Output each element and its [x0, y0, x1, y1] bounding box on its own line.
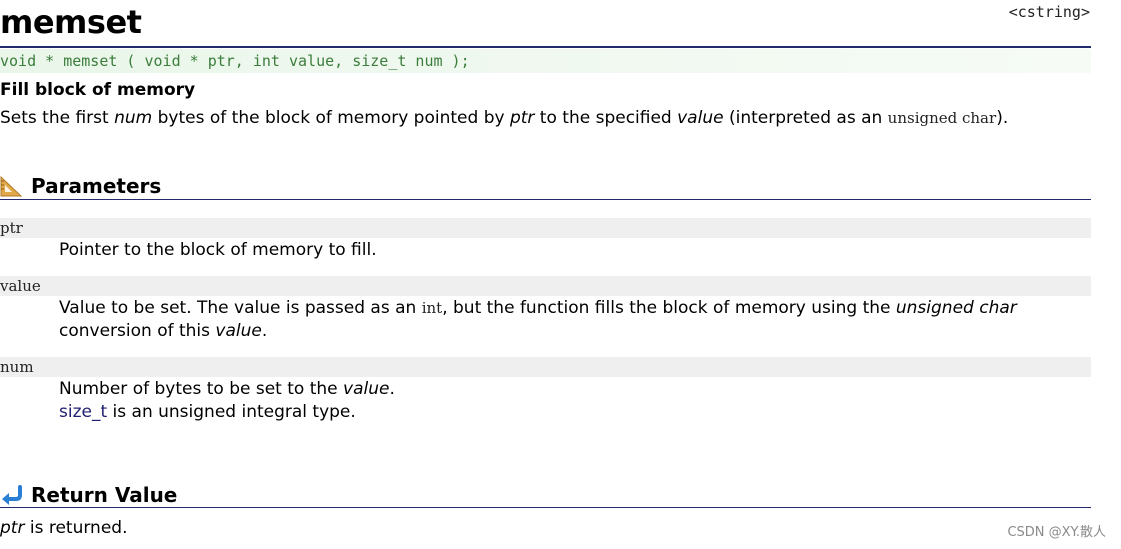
header-link-cstring[interactable]: <cstring>	[1008, 3, 1090, 21]
desc-text: , but the function fills the block of me…	[442, 298, 896, 318]
desc-text: .	[261, 321, 268, 341]
desc-em-num: num	[114, 108, 153, 128]
return-value-divider	[0, 507, 1091, 508]
param-desc-ptr: Pointer to the block of memory to fill.	[59, 240, 377, 260]
param-desc-num: Number of bytes to be set to the value. s…	[59, 378, 395, 424]
desc-text: conversion of this	[59, 321, 216, 341]
desc-text: .	[389, 379, 395, 399]
parameters-heading-label: Parameters	[31, 174, 162, 198]
param-desc-value: Value to be set. The value is passed as …	[59, 297, 1017, 343]
desc-em-ptr: ptr	[509, 108, 535, 128]
param-name-value: value	[0, 276, 1091, 296]
return-value-heading-label: Return Value	[31, 483, 178, 507]
desc-text: bytes of the block of memory pointed by	[152, 108, 510, 128]
desc-text: Sets the first	[0, 108, 115, 128]
desc-text: is returned.	[24, 518, 128, 538]
em-value: value	[215, 321, 262, 341]
function-prototype: void * memset ( void * ptr, int value, s…	[0, 49, 1091, 73]
em-value: value	[343, 379, 390, 399]
parameters-divider	[0, 199, 1091, 200]
size-t-link[interactable]: size_t	[59, 402, 108, 422]
desc-text: to the specified	[534, 108, 678, 128]
code-int: int	[421, 299, 443, 317]
description: Sets the first num bytes of the block of…	[0, 108, 1008, 128]
em-ptr: ptr	[0, 518, 25, 538]
title-divider	[0, 46, 1091, 48]
desc-text: (interpreted as an	[723, 108, 888, 128]
parameters-heading: Parameters	[0, 174, 161, 198]
desc-text: ).	[996, 108, 1009, 128]
desc-text: Number of bytes to be set to the	[59, 379, 344, 399]
desc-em-value: value	[677, 108, 724, 128]
return-value-heading: Return Value	[0, 483, 177, 507]
param-name-num: num	[0, 357, 1091, 377]
desc-text: Value to be set. The value is passed as …	[59, 298, 422, 318]
summary-title: Fill block of memory	[0, 80, 196, 100]
em-unsigned-char: unsigned char	[895, 298, 1017, 318]
desc-code-unsigned-char: unsigned char	[887, 109, 997, 127]
return-value-text: ptr is returned.	[0, 517, 127, 540]
set-square-icon	[0, 175, 23, 197]
desc-text: is an unsigned integral type.	[107, 402, 356, 422]
return-arrow-icon	[2, 485, 22, 505]
page-title: memset	[0, 3, 142, 41]
param-name-ptr: ptr	[0, 218, 1091, 238]
watermark: CSDN @XY.散人	[1007, 525, 1106, 540]
